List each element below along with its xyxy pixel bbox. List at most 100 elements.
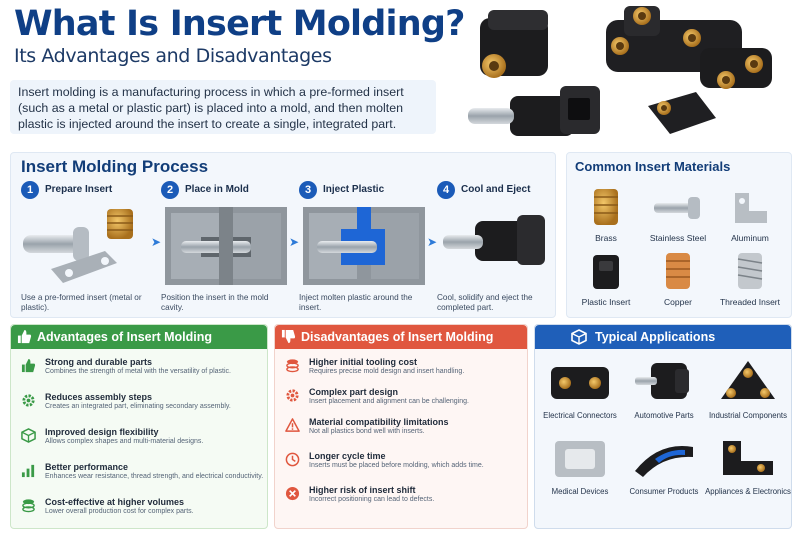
aluminum-bracket-image xyxy=(735,193,767,223)
disadvantage-desc: Inserts must be placed before molding, w… xyxy=(309,462,484,469)
injection-image xyxy=(303,207,425,285)
step-description: Cool, solidify and eject the completed p… xyxy=(437,293,533,312)
advantage-desc: Allows complex shapes and multi-material… xyxy=(45,438,204,445)
advantage-title: Reduces assembly steps xyxy=(45,392,153,402)
disadvantage-item: Longer cycle time Inserts must be placed… xyxy=(285,451,525,481)
applications-panel: Typical Applications Electrical Connecto… xyxy=(534,324,792,529)
thumbs-up-icon xyxy=(17,329,32,344)
advantage-item: Reduces assembly steps Creates an integr… xyxy=(21,392,261,422)
intro-text: Insert molding is a manufacturing proces… xyxy=(10,80,436,134)
materials-panel: Common Insert Materials Brass Stainless … xyxy=(566,152,792,318)
advantage-title: Strong and durable parts xyxy=(45,357,153,367)
advantage-item: Strong and durable parts Combines the st… xyxy=(21,357,261,387)
clock-icon xyxy=(285,452,300,467)
arrow-right-icon: ➤ xyxy=(151,235,162,249)
disadvantage-desc: Incorrect positioning can lead to defect… xyxy=(309,496,435,503)
advantage-desc: Combines the strength of metal with the … xyxy=(45,368,231,375)
material-label: Copper xyxy=(664,297,692,307)
step-description: Position the insert in the mold cavity. xyxy=(161,293,269,312)
application-consumer-products: Consumer Products xyxy=(623,431,705,511)
disadvantage-item: Complex part design Insert placement and… xyxy=(285,387,525,417)
disadvantage-title: Material compatibility limitations xyxy=(309,417,449,427)
hero-parts-image xyxy=(468,6,772,136)
threaded-insert-image xyxy=(737,253,763,289)
thumbs-down-icon xyxy=(281,329,296,344)
application-label: Medical Devices xyxy=(551,487,609,496)
material-label: Aluminum xyxy=(731,233,769,243)
arrow-right-icon: ➤ xyxy=(427,235,438,249)
material-plastic-insert: Plastic Insert xyxy=(571,247,641,313)
material-label: Threaded Insert xyxy=(719,297,780,307)
material-aluminum: Aluminum xyxy=(715,183,785,249)
process-step-1: 1 Prepare Insert Use a pre-formed insert… xyxy=(21,181,151,315)
coins-icon xyxy=(286,359,299,373)
step-title: Prepare Insert xyxy=(45,184,113,195)
coins-icon xyxy=(22,499,35,513)
material-label: Stainless Steel xyxy=(649,233,707,243)
gear-icon xyxy=(22,394,35,407)
step-number: 4 xyxy=(437,181,455,199)
step-number: 1 xyxy=(21,181,39,199)
disadvantage-title: Longer cycle time xyxy=(309,451,386,461)
insert-parts-image xyxy=(23,209,133,283)
brass-insert-image xyxy=(594,189,618,225)
advantages-panel: Advantages of Insert Molding Strong and … xyxy=(10,324,268,529)
material-brass: Brass xyxy=(571,183,641,249)
disadvantage-title: Complex part design xyxy=(309,387,399,397)
bar-chart-icon xyxy=(21,464,35,478)
disadvantage-desc: Requires precise mold design and insert … xyxy=(309,368,465,375)
warning-icon xyxy=(285,418,300,432)
advantage-item: Better performance Enhances wear resista… xyxy=(21,462,264,492)
material-label: Plastic Insert xyxy=(581,297,631,307)
plastic-insert-image xyxy=(593,255,619,289)
disadvantages-header: Disadvantages of Insert Molding xyxy=(275,325,527,349)
disadvantage-title: Higher risk of insert shift xyxy=(309,485,416,495)
application-automotive-parts: Automotive Parts xyxy=(623,355,705,435)
process-step-2: 2 Place in Mold Position the insert in t… xyxy=(161,181,291,315)
application-label: Appliances & Electronics xyxy=(705,487,791,496)
industrial-part-image xyxy=(721,361,775,399)
material-label: Brass xyxy=(595,233,617,243)
automotive-part-image xyxy=(635,363,689,399)
application-appliances-electronics: Appliances & Electronics xyxy=(705,431,791,511)
step-title: Cool and Eject xyxy=(461,184,531,195)
advantage-desc: Enhances wear resistance, thread strengt… xyxy=(45,473,264,480)
advantages-header: Advantages of Insert Molding xyxy=(11,325,267,349)
page-title: What Is Insert Molding? xyxy=(14,4,465,44)
application-electrical-connectors: Electrical Connectors xyxy=(539,355,621,435)
page-subtitle: Its Advantages and Disadvantages xyxy=(14,45,332,67)
finished-part-image xyxy=(443,215,545,265)
material-copper: Copper xyxy=(643,247,713,313)
application-label: Automotive Parts xyxy=(634,411,694,420)
connector-image xyxy=(551,367,609,399)
step-title: Inject Plastic xyxy=(323,184,385,195)
advantages-title: Advantages of Insert Molding xyxy=(37,330,213,344)
advantage-item: Improved design flexibility Allows compl… xyxy=(21,427,261,457)
disadvantage-item: Higher initial tooling cost Requires pre… xyxy=(285,357,525,387)
thumbs-up-icon xyxy=(21,358,36,373)
advantage-desc: Creates an integrated part, eliminating … xyxy=(45,403,231,410)
appliance-part-image xyxy=(723,441,773,475)
gear-icon xyxy=(286,389,299,402)
disadvantage-desc: Not all plastics bond well with inserts. xyxy=(309,428,425,435)
mold-image xyxy=(165,207,287,285)
materials-title: Common Insert Materials xyxy=(575,159,731,174)
disadvantage-item: Material compatibility limitations Not a… xyxy=(285,417,525,447)
step-number: 3 xyxy=(299,181,317,199)
application-label: Industrial Components xyxy=(708,411,787,420)
advantage-title: Cost-effective at higher volumes xyxy=(45,497,185,507)
process-step-3: 3 Inject Plastic Inject molten plastic a… xyxy=(299,181,429,315)
disadvantage-desc: Insert placement and alignment can be ch… xyxy=(309,398,469,405)
medical-device-image xyxy=(555,441,605,477)
copper-insert-image xyxy=(666,253,690,289)
cube-icon xyxy=(21,428,36,443)
material-threaded-insert: Threaded Insert xyxy=(715,247,785,313)
advantage-desc: Lower overall production cost for comple… xyxy=(45,508,194,515)
applications-header: Typical Applications xyxy=(535,325,791,349)
handle-image xyxy=(635,446,693,477)
steel-pin-image xyxy=(654,197,700,219)
application-label: Consumer Products xyxy=(629,487,699,496)
application-label: Electrical Connectors xyxy=(543,411,617,420)
arrow-right-icon: ➤ xyxy=(289,235,300,249)
x-circle-icon xyxy=(285,486,300,501)
